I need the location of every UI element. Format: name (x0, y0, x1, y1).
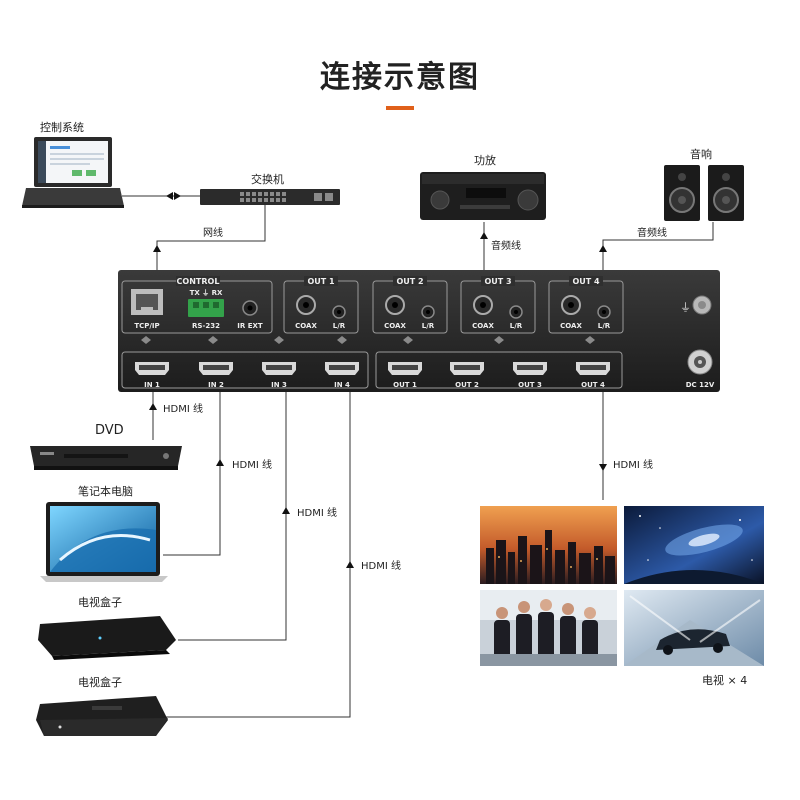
lr-label: L/R (598, 322, 611, 330)
label-tcpip: TCP/IP (134, 322, 159, 330)
network-switch: 交换机 (200, 172, 340, 205)
label-hdmi-out: HDMI 线 (613, 458, 653, 471)
status-led (274, 336, 284, 344)
label-tvs: 电视 × 4 (702, 673, 747, 687)
hdmi-in-1-label: IN 1 (144, 381, 160, 389)
arrow-icon (480, 232, 488, 239)
coax-label: COAX (472, 322, 494, 330)
hdmi-in-2-label: IN 2 (208, 381, 224, 389)
tv-box-1: 电视盒子 (38, 595, 176, 660)
out-group-title: OUT 3 (484, 277, 511, 286)
title-accent-bar (386, 106, 414, 110)
arrow-icon (174, 192, 181, 200)
label-hdmi-in1: HDMI 线 (163, 402, 203, 415)
label-dc: DC 12V (686, 381, 715, 389)
cable-hdmi-in3 (178, 390, 287, 641)
label-audio-amp: 音频线 (491, 239, 521, 252)
amplifier: 功放 (420, 153, 546, 220)
hdmi-out-3-label: OUT 3 (518, 381, 542, 389)
tcpip-port (131, 289, 163, 315)
label-network: 网线 (203, 226, 223, 239)
rs232-terminal (188, 299, 224, 317)
hdmi-in-3-label: IN 3 (271, 381, 287, 389)
label-control-system: 控制系统 (40, 120, 84, 134)
arrow-icon (149, 403, 157, 410)
status-led (141, 336, 151, 344)
out-group-title: OUT 2 (396, 277, 423, 286)
label-hdmi-in3: HDMI 线 (297, 506, 337, 519)
label-irext: IR EXT (237, 322, 263, 330)
label-audio-speakers: 音频线 (637, 226, 667, 239)
dvd-player: DVD (30, 423, 182, 470)
laptop: 笔记本电脑 (40, 484, 168, 582)
hdmi-out-1-label: OUT 1 (393, 381, 417, 389)
label-dvd: DVD (95, 423, 124, 438)
cable-hdmi-in4 (165, 390, 351, 718)
lr-label: L/R (422, 322, 435, 330)
tv-wall: 电视 × 4 (480, 506, 764, 687)
status-led (494, 336, 504, 344)
label-hdmi-in2: HDMI 线 (232, 458, 272, 471)
out-group-title: OUT 1 (307, 277, 335, 286)
label-tvbox2: 电视盒子 (78, 675, 122, 689)
tv-2 (624, 506, 764, 584)
hdmi-in-frame (121, 351, 369, 389)
hdmi-out-4-label: OUT 4 (581, 381, 605, 389)
tv-4 (624, 590, 764, 666)
speakers: 音响 (664, 147, 744, 221)
arrows (149, 192, 607, 568)
label-amplifier: 功放 (474, 153, 496, 167)
tv-box-2: 电视盒子 (36, 675, 168, 736)
tv-1 (480, 506, 617, 584)
ir-ext-jack (242, 300, 258, 316)
label-laptop: 笔记本电脑 (78, 484, 133, 498)
arrow-icon (153, 245, 161, 252)
cable-hdmi-in2 (163, 390, 221, 556)
label-control: CONTROL (177, 277, 220, 286)
cable-network (156, 205, 266, 287)
arrow-icon (166, 192, 173, 200)
lr-label: L/R (510, 322, 523, 330)
status-led (585, 336, 595, 344)
hdmi-out-2-label: OUT 2 (455, 381, 479, 389)
page-title: 连接示意图 (320, 60, 480, 95)
status-led (208, 336, 218, 344)
tv-3 (480, 590, 617, 666)
control-system-laptop: 控制系统 (22, 120, 124, 208)
label-speakers: 音响 (690, 147, 712, 161)
coax-label: COAX (295, 322, 317, 330)
coax-label: COAX (560, 322, 582, 330)
dc-jack (687, 349, 713, 375)
lr-label: L/R (333, 322, 346, 330)
arrow-icon (282, 507, 290, 514)
status-led (337, 336, 347, 344)
hdmi-out-frame (375, 351, 623, 389)
hdmi-in-4-label: IN 4 (334, 381, 350, 389)
label-rs232: RS-232 (192, 322, 220, 330)
ground-screw: ⏚ (680, 295, 712, 315)
label-switch: 交换机 (251, 172, 284, 186)
arrow-icon (216, 459, 224, 466)
label-hdmi-in4: HDMI 线 (361, 559, 401, 572)
arrow-icon (599, 464, 607, 471)
arrow-icon (346, 561, 354, 568)
label-txrx: TX ⏚ RX (190, 289, 223, 297)
arrow-icon (599, 245, 607, 252)
out-group-title: OUT 4 (572, 277, 600, 286)
coax-label: COAX (384, 322, 406, 330)
label-tvbox1: 电视盒子 (78, 595, 122, 609)
ground-icon: ⏚ (680, 301, 691, 314)
matrix-panel: CONTROL TCP/IP TX ⏚ RX RS-232 IR EXT OUT… (118, 270, 720, 392)
status-led (403, 336, 413, 344)
